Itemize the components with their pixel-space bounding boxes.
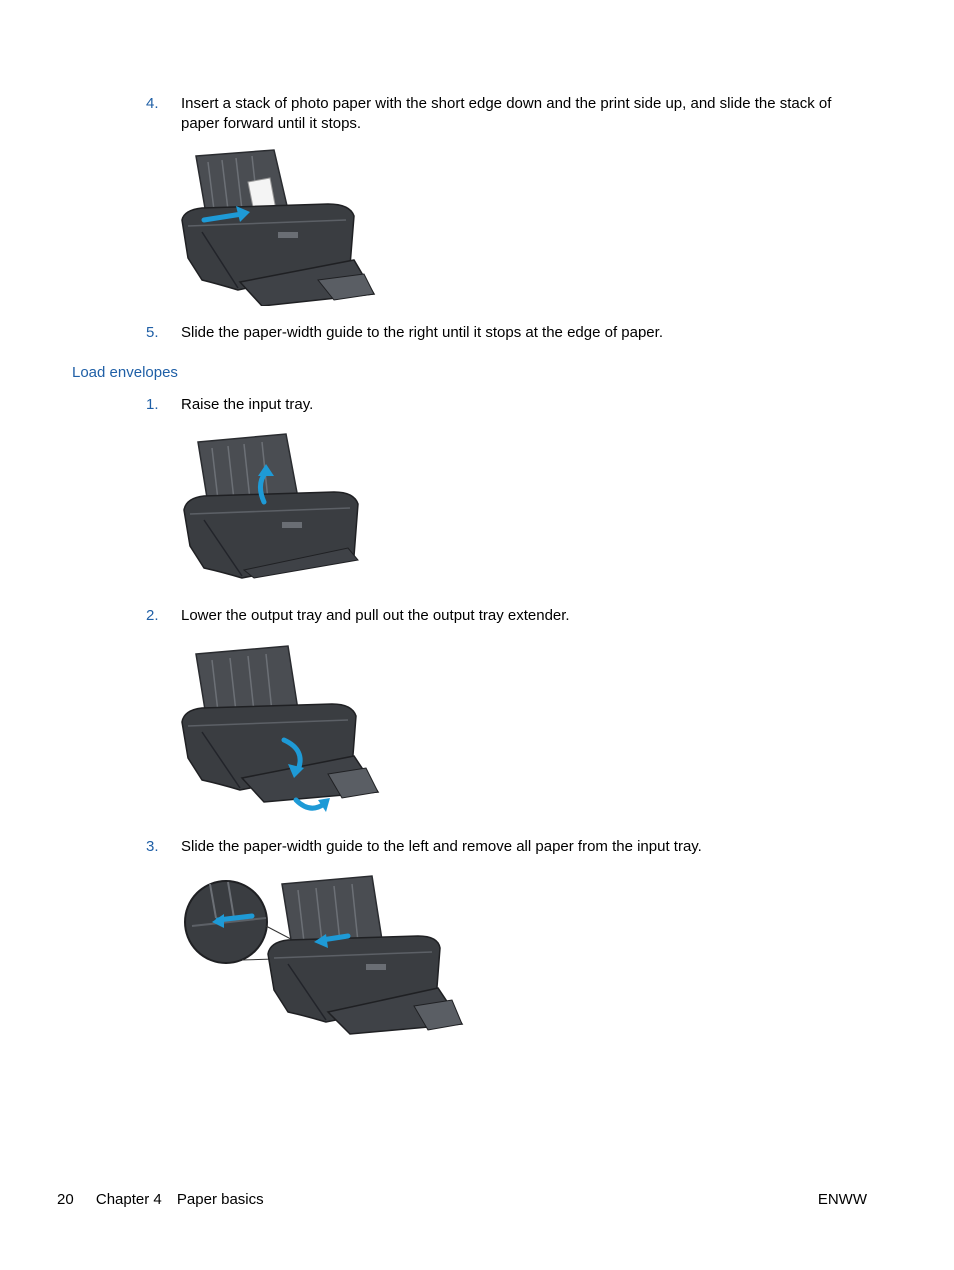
step-number: 4. bbox=[146, 95, 159, 112]
printer-lower-output-tray-illustration bbox=[181, 645, 380, 812]
printer-raise-tray-illustration bbox=[183, 433, 359, 579]
step-number: 5. bbox=[146, 324, 159, 341]
step-text: Raise the input tray. bbox=[181, 396, 314, 413]
step-text: Insert a stack of photo paper with the s… bbox=[181, 95, 832, 132]
footer-left: 20 Chapter 4 Paper basics bbox=[57, 1190, 264, 1210]
step-text: Slide the paper-width guide to the left … bbox=[181, 838, 702, 855]
section-heading: Load envelopes bbox=[72, 364, 178, 381]
chapter-label: Chapter 4 bbox=[95, 1191, 162, 1208]
printer-photo-paper-illustration bbox=[181, 149, 376, 306]
step-number: 1. bbox=[146, 396, 159, 413]
chapter-title: Paper basics bbox=[176, 1191, 264, 1208]
step-number: 2. bbox=[146, 607, 159, 624]
step-text: Slide the paper-width guide to the right… bbox=[181, 324, 663, 341]
footer-locale: ENWW bbox=[817, 1191, 867, 1208]
printer-guide-left-illustration bbox=[184, 875, 464, 1035]
page-number: 20 bbox=[57, 1191, 74, 1208]
step-number: 3. bbox=[146, 838, 159, 855]
step-text: Lower the output tray and pull out the o… bbox=[181, 607, 570, 624]
